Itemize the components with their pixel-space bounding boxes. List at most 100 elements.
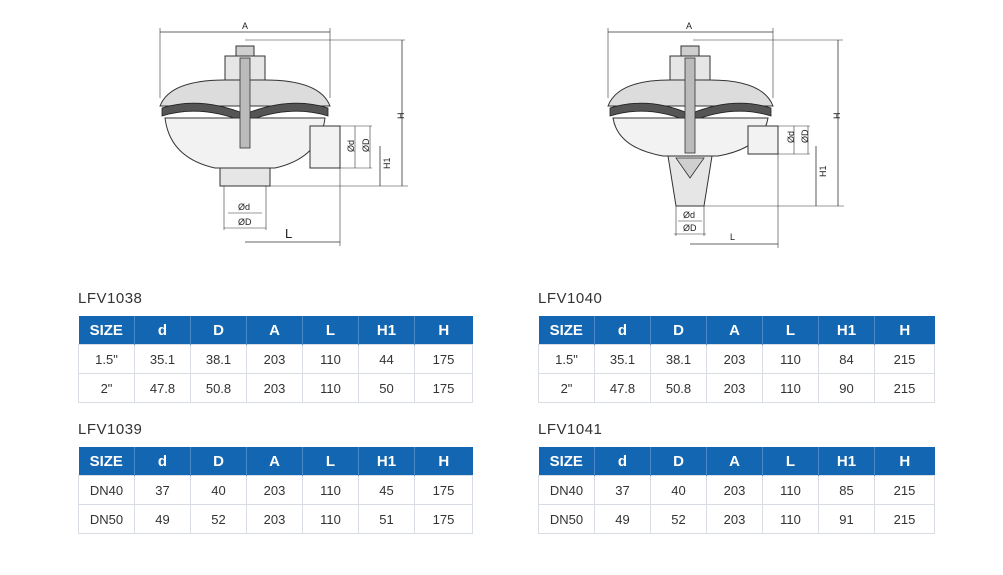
header-A: A xyxy=(706,447,763,476)
cell: 110 xyxy=(762,373,819,403)
dim-label-oD-bottom: ØD xyxy=(683,223,697,233)
cell: 40 xyxy=(650,475,707,505)
header-L: L xyxy=(302,316,359,345)
dim-label-L: L xyxy=(285,226,292,241)
cell: 110 xyxy=(762,344,819,374)
header-A: A xyxy=(246,316,303,345)
header-d: d xyxy=(594,316,651,345)
cell: 2" xyxy=(78,373,135,403)
header-d: d xyxy=(134,447,191,476)
cell: 37 xyxy=(134,475,191,505)
table-row: 1.5" 35.1 38.1 203 110 44 175 xyxy=(78,344,473,374)
header-d: d xyxy=(594,447,651,476)
cell: 110 xyxy=(302,475,359,505)
valve-drawing-left: A H H1 Ød ØD Ød ØD L xyxy=(150,18,420,248)
dim-label-oD-side: ØD xyxy=(800,129,810,143)
table-row: 2" 47.8 50.8 203 110 50 175 xyxy=(78,373,473,403)
dim-label-A: A xyxy=(242,21,248,31)
dim-label-oD-bottom: ØD xyxy=(238,217,252,227)
cell: 49 xyxy=(594,504,651,534)
header-L: L xyxy=(302,447,359,476)
header-D: D xyxy=(190,316,247,345)
cell: 1.5" xyxy=(538,344,595,374)
header-size: SIZE xyxy=(538,316,595,345)
cell: 203 xyxy=(706,373,763,403)
model-label-lfv1039: LFV1039 xyxy=(78,421,143,438)
cell: 35.1 xyxy=(134,344,191,374)
header-H: H xyxy=(414,447,473,476)
header-d: d xyxy=(134,316,191,345)
cell: 85 xyxy=(818,475,875,505)
cell: 50 xyxy=(358,373,415,403)
cell: 203 xyxy=(246,504,303,534)
header-H: H xyxy=(414,316,473,345)
dim-label-H1: H1 xyxy=(818,165,828,177)
header-D: D xyxy=(650,316,707,345)
cell: 110 xyxy=(762,504,819,534)
spec-table-lfv1038: SIZE d D A L H1 H 1.5" 35.1 38.1 203 110… xyxy=(78,316,473,403)
header-H: H xyxy=(874,316,935,345)
dim-label-oD-side: ØD xyxy=(361,138,371,152)
header-D: D xyxy=(190,447,247,476)
cell: 45 xyxy=(358,475,415,505)
header-size: SIZE xyxy=(78,447,135,476)
table-row: 1.5" 35.1 38.1 203 110 84 215 xyxy=(538,344,935,374)
cell: 91 xyxy=(818,504,875,534)
cell: 44 xyxy=(358,344,415,374)
cell: 203 xyxy=(706,504,763,534)
cell: 2" xyxy=(538,373,595,403)
dim-label-L: L xyxy=(730,232,735,242)
cell: 50.8 xyxy=(190,373,247,403)
spec-table-lfv1040: SIZE d D A L H1 H 1.5" 35.1 38.1 203 110… xyxy=(538,316,935,403)
cell: 203 xyxy=(706,344,763,374)
header-A: A xyxy=(246,447,303,476)
cell: 40 xyxy=(190,475,247,505)
cell: 215 xyxy=(874,373,935,403)
cell: 47.8 xyxy=(134,373,191,403)
table-header-row: SIZE d D A L H1 H xyxy=(78,447,473,476)
table-header-row: SIZE d D A L H1 H xyxy=(538,316,935,345)
cell: DN40 xyxy=(78,475,135,505)
header-L: L xyxy=(762,316,819,345)
cell: 35.1 xyxy=(594,344,651,374)
cell: 52 xyxy=(190,504,247,534)
header-D: D xyxy=(650,447,707,476)
dim-label-H: H xyxy=(832,113,842,120)
header-H1: H1 xyxy=(358,447,415,476)
header-A: A xyxy=(706,316,763,345)
header-H1: H1 xyxy=(358,316,415,345)
table-row: DN50 49 52 203 110 91 215 xyxy=(538,504,935,534)
dim-label-H: H xyxy=(396,113,406,120)
cell: 52 xyxy=(650,504,707,534)
cell: 38.1 xyxy=(650,344,707,374)
cell: 38.1 xyxy=(190,344,247,374)
model-label-lfv1041: LFV1041 xyxy=(538,421,603,438)
table-row: DN40 37 40 203 110 85 215 xyxy=(538,475,935,505)
cell: DN40 xyxy=(538,475,595,505)
model-label-lfv1038: LFV1038 xyxy=(78,290,143,307)
cell: 50.8 xyxy=(650,373,707,403)
cell: 203 xyxy=(246,373,303,403)
header-H1: H1 xyxy=(818,447,875,476)
header-size: SIZE xyxy=(538,447,595,476)
cell: 110 xyxy=(302,373,359,403)
cell: DN50 xyxy=(78,504,135,534)
cell: 110 xyxy=(302,344,359,374)
cell: 203 xyxy=(706,475,763,505)
cell: 49 xyxy=(134,504,191,534)
spec-table-lfv1041: SIZE d D A L H1 H DN40 37 40 203 110 85 … xyxy=(538,447,935,534)
cell: 215 xyxy=(874,344,935,374)
dim-label-od-bottom: Ød xyxy=(683,210,695,220)
cell: 215 xyxy=(874,504,935,534)
cell: 175 xyxy=(414,373,473,403)
dim-label-od-side: Ød xyxy=(346,140,356,152)
spec-table-lfv1039: SIZE d D A L H1 H DN40 37 40 203 110 45 … xyxy=(78,447,473,534)
cell: 203 xyxy=(246,344,303,374)
cell: 215 xyxy=(874,475,935,505)
dim-label-od-bottom: Ød xyxy=(238,202,250,212)
table-row: DN40 37 40 203 110 45 175 xyxy=(78,475,473,505)
model-label-lfv1040: LFV1040 xyxy=(538,290,603,307)
dim-label-od-side: Ød xyxy=(786,131,796,143)
table-header-row: SIZE d D A L H1 H xyxy=(78,316,473,345)
header-H: H xyxy=(874,447,935,476)
